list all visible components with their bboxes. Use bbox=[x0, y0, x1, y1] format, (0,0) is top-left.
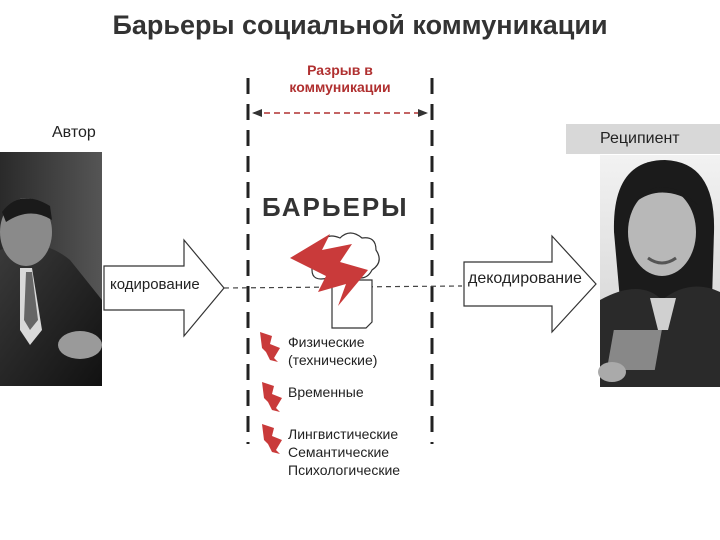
linguistic-barrier-lightning-icon bbox=[262, 424, 282, 454]
recipient-label-box bbox=[566, 124, 720, 154]
temporal-barrier-lightning-icon bbox=[262, 382, 282, 412]
recipient-photo bbox=[598, 155, 720, 387]
encoding-label: кодирование bbox=[110, 276, 200, 293]
author-label: Автор bbox=[52, 124, 96, 141]
decoding-label: декодирование bbox=[468, 270, 582, 287]
physical-barriers-line2: (технические) bbox=[288, 352, 378, 368]
linguistic-barriers-item: Лингвистические Семантические Психологич… bbox=[288, 425, 400, 479]
temporal-barriers-item: Временные bbox=[288, 383, 364, 401]
encoding-arrow bbox=[103, 238, 225, 338]
physical-barriers-line1: Физические bbox=[288, 334, 365, 350]
gap-label-line2: коммуникации bbox=[289, 79, 391, 95]
message-document bbox=[331, 279, 373, 329]
barrier-lightning-icon bbox=[290, 234, 368, 306]
temporal-barriers-line1: Временные bbox=[288, 384, 364, 400]
recipient-label: Реципиент bbox=[600, 130, 680, 147]
physical-barrier-lightning-icon bbox=[260, 332, 280, 362]
gap-arrowhead-right bbox=[418, 109, 428, 117]
author-photo bbox=[0, 152, 102, 386]
barriers-heading: БАРЬЕРЫ bbox=[262, 192, 409, 222]
gap-label-line1: Разрыв в bbox=[307, 62, 373, 78]
gap-arrowhead-left bbox=[252, 109, 262, 117]
diagram-title: Барьеры социальной коммуникации bbox=[112, 10, 608, 40]
physical-barriers-item: Физические (технические) bbox=[288, 333, 377, 369]
semantic-barriers-line: Семантические bbox=[288, 444, 390, 460]
linguistic-barriers-line1: Лингвистические bbox=[288, 426, 399, 442]
psychological-barriers-line: Психологические bbox=[288, 462, 401, 478]
decoding-arrow bbox=[463, 234, 597, 334]
gap-label: Разрыв в коммуникации bbox=[245, 62, 435, 96]
